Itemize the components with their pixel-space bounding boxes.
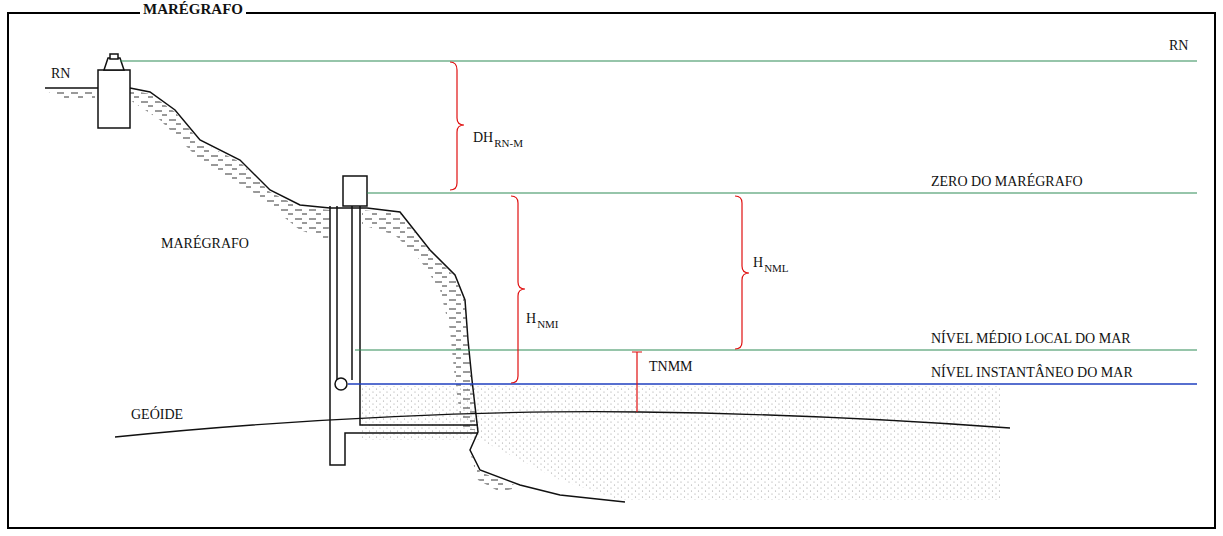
geoid-label: GEÓIDE	[130, 407, 184, 423]
seabed-hatching	[470, 452, 520, 492]
tide-gauge	[330, 176, 478, 465]
benchmark-monument	[98, 54, 130, 128]
ground-hatching	[45, 90, 95, 100]
geoid-curve	[115, 412, 1010, 437]
level-label: NÍVEL MÉDIO LOCAL DO MAR	[930, 331, 1132, 347]
height-difference-label: DH	[472, 130, 494, 146]
frame	[8, 13, 1215, 528]
terrain-profile	[45, 88, 625, 502]
sea-water	[360, 386, 1000, 500]
benchmark-label: RN	[50, 66, 71, 82]
benchmark-label: RN	[1168, 38, 1189, 54]
benchmark-level-line	[120, 60, 1197, 61]
offset-label: TNMM	[648, 359, 694, 375]
dimension-brace	[450, 62, 749, 412]
subscript: RN-M	[493, 137, 524, 149]
mean-sea-level-line	[355, 349, 1197, 350]
subscript: NMI	[536, 318, 559, 330]
subscript: NML	[763, 262, 789, 274]
cliff-hatching	[362, 210, 478, 430]
gauge-label: MARÉGRAFO	[160, 236, 250, 252]
level-label: NÍVEL INSTANTÂNEO DO MAR	[930, 365, 1134, 381]
level-label: ZERO DO MARÉGRAFO	[930, 174, 1084, 190]
cliff-hatching	[130, 90, 330, 240]
instant-sea-level-line	[348, 383, 1197, 385]
diagram-title: MARÉGRAFO	[140, 1, 246, 17]
gauge-zero-line	[367, 192, 1197, 193]
